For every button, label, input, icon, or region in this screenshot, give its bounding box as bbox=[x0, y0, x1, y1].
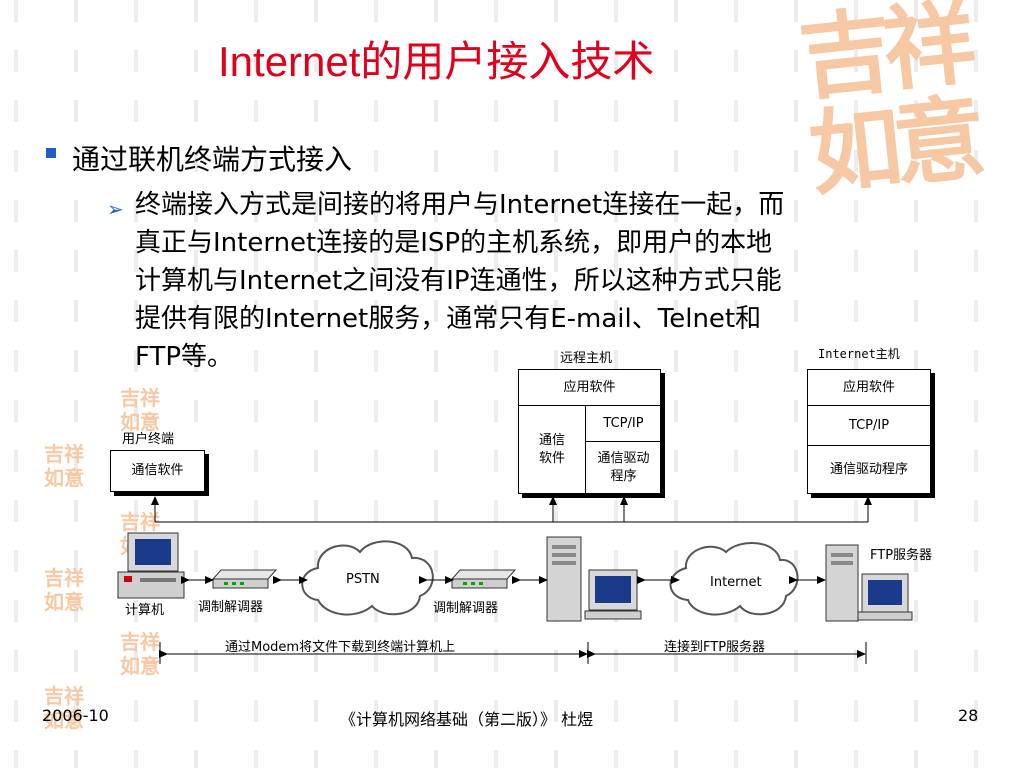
internet-cloud-icon bbox=[669, 541, 799, 616]
seal-2: 吉祥如意 bbox=[44, 442, 84, 490]
span-arrows bbox=[159, 642, 867, 664]
bullet-level-2: ➢ 终端接入方式是间接的将用户与Internet连接在一起，而 真正与Inter… bbox=[107, 186, 965, 376]
internet-cloud-label: Internet bbox=[710, 575, 762, 590]
square-bullet-icon bbox=[46, 148, 56, 158]
user-terminal-box: 通信软件 bbox=[110, 450, 205, 492]
seal-5: 吉祥如意 bbox=[120, 630, 160, 678]
pstn-cloud-icon bbox=[301, 540, 434, 616]
modem-label-right: 调制解调器 bbox=[433, 601, 499, 616]
footer-book-title: 《计算机网络基础（第二版）》 杜煜 bbox=[340, 710, 594, 729]
paragraph-line: 真正与Internet连接的是ISP的主机系统，即用户的本地 bbox=[135, 228, 773, 258]
paragraph-line: 终端接入方式是间接的将用户与Internet连接在一起，而 bbox=[135, 190, 785, 220]
span-label-left: 通过Modem将文件下载到终端计算机上 bbox=[225, 640, 456, 655]
remote-tcpip-layer: TCP/IP bbox=[586, 406, 661, 442]
seal-6: 吉祥如意 bbox=[44, 684, 84, 732]
bullet-level-1: 通过联机终端方式接入 bbox=[46, 138, 353, 178]
remote-driver-layer: 通信驱动程序 bbox=[597, 451, 650, 484]
computer-label: 计算机 bbox=[125, 603, 165, 618]
internet-app-layer: 应用软件 bbox=[808, 370, 930, 406]
remote-host-server-icon bbox=[546, 536, 642, 622]
remote-app-layer: 应用软件 bbox=[519, 370, 660, 406]
span-label-right: 连接到FTP服务器 bbox=[664, 640, 766, 655]
remote-host-title: 远程主机 bbox=[560, 351, 613, 366]
paragraph-line: 提供有限的Internet服务，通常只有E-mail、Telnet和 bbox=[135, 304, 762, 334]
footer-date: 2006-10 bbox=[42, 706, 109, 725]
modem-label-left: 调制解调器 bbox=[198, 600, 264, 615]
ftp-server-icon bbox=[825, 544, 913, 622]
modem-icon-left bbox=[211, 569, 278, 589]
internet-tcpip-layer: TCP/IP bbox=[808, 406, 930, 446]
remote-host-stack: 应用软件 通信软件 TCP/IP 通信驱动程序 bbox=[518, 369, 661, 494]
paragraph-line: 计算机与Internet之间没有IP连通性，所以这种方式只能 bbox=[135, 266, 782, 296]
paragraph-line: FTP等。 bbox=[135, 342, 234, 372]
internet-driver-layer: 通信驱动程序 bbox=[829, 462, 908, 477]
user-terminal-title: 用户终端 bbox=[122, 432, 175, 447]
seal-4: 吉祥如意 bbox=[44, 566, 84, 614]
seal-1: 吉祥如意 bbox=[120, 386, 160, 434]
remote-comm-layer: 通信软件 bbox=[519, 406, 586, 494]
modem-icon-right bbox=[450, 569, 517, 589]
comm-software-label: 通信软件 bbox=[131, 463, 184, 478]
arrow-bullet-icon: ➢ bbox=[107, 197, 124, 221]
bullet-text: 通过联机终端方式接入 bbox=[72, 143, 353, 176]
pstn-label: PSTN bbox=[346, 572, 380, 587]
internet-host-title: Internet主机 bbox=[818, 347, 900, 361]
slide-title: Internet的用户接入技术 bbox=[218, 38, 655, 85]
protocol-link-lines bbox=[151, 496, 872, 523]
ftp-server-label: FTP服务器 bbox=[870, 548, 933, 563]
user-computer-icon bbox=[117, 532, 185, 599]
footer-page-number: 28 bbox=[958, 706, 979, 725]
internet-host-stack: 应用软件 TCP/IP 通信驱动程序 bbox=[807, 369, 931, 494]
